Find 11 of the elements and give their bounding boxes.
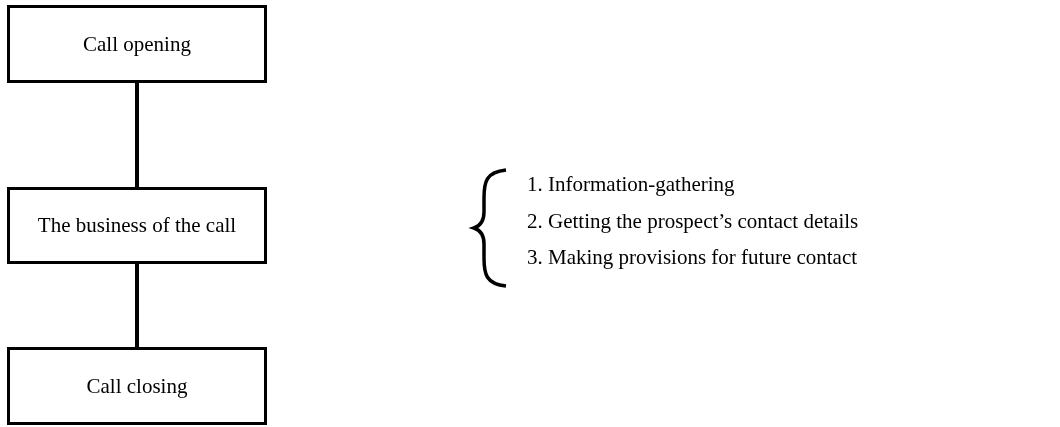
box-label: Call opening [83,31,191,57]
box-label: Call closing [86,373,188,399]
list-item: 1. Information-gathering [527,172,735,197]
connector-line [135,264,139,347]
list-item: 3. Making provisions for future contact [527,245,858,270]
process-box [7,347,267,425]
connector-line [135,83,139,187]
process-box [7,187,267,264]
process-box [7,5,267,83]
box-label: The business of the call [37,213,237,238]
list-item: 2. Getting the prospect’s contact details [527,209,859,234]
